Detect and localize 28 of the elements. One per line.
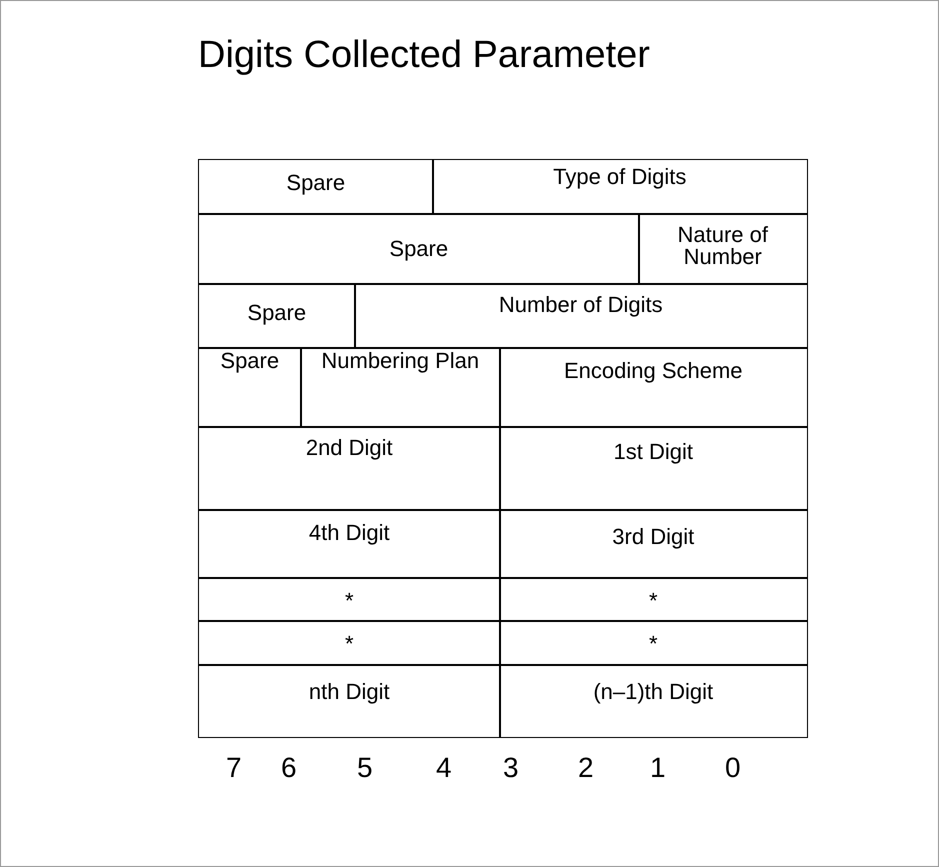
bit-field: nth Digit [198, 664, 500, 738]
bit-field: Encoding Scheme [499, 347, 808, 428]
bit-number: 6 [281, 752, 297, 784]
bit-number: 4 [436, 752, 452, 784]
bit-number: 2 [578, 752, 594, 784]
bit-number: 5 [357, 752, 373, 784]
bit-number: 7 [226, 752, 242, 784]
bit-field: 3rd Digit [499, 509, 808, 578]
bit-number: 1 [650, 752, 666, 784]
bit-number: 3 [503, 752, 519, 784]
bit-field: Nature of Number [638, 213, 808, 284]
bit-field: * [198, 620, 500, 666]
bit-field: * [198, 577, 500, 622]
bit-field: Spare [198, 213, 640, 284]
bit-field: 4th Digit [198, 509, 500, 578]
bit-field: Spare [198, 347, 302, 428]
bit-field: Number of Digits [354, 283, 808, 348]
bit-field: Spare [198, 159, 434, 214]
title: Digits Collected Parameter [198, 34, 650, 77]
bit-number: 0 [725, 752, 741, 784]
bit-field: 2nd Digit [198, 426, 500, 510]
bit-field: * [499, 620, 808, 666]
bit-field: * [499, 577, 808, 622]
bit-field: Type of Digits [432, 159, 808, 214]
bit-field: Spare [198, 283, 356, 348]
bit-field: (n–1)th Digit [499, 664, 808, 738]
bit-field: 1st Digit [499, 426, 808, 510]
bit-field: Numbering Plan [300, 347, 500, 428]
